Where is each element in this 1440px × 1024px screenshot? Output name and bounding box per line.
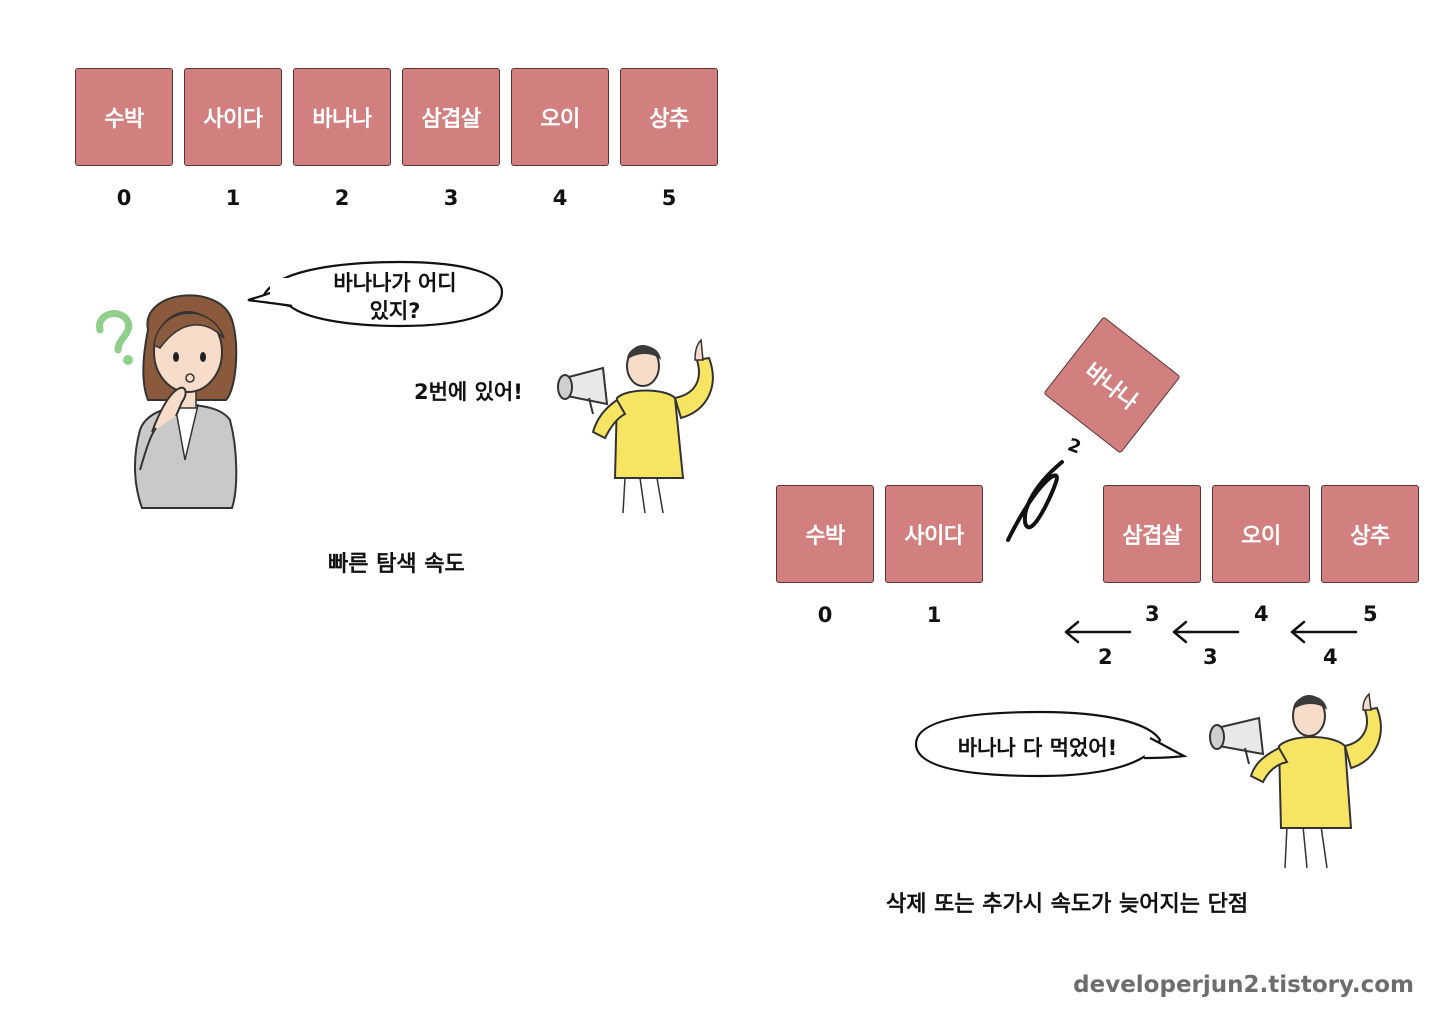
array-cell: 수박 <box>776 485 874 583</box>
array-cell: 오이 <box>511 68 609 166</box>
right-caption: 삭제 또는 추가시 속도가 늦어지는 단점 <box>886 892 1249 917</box>
megaphone-man-illustration <box>1209 692 1382 869</box>
new-index: 3 <box>1203 645 1218 669</box>
shift-arrows <box>1064 620 1358 644</box>
old-index: 4 <box>1254 602 1269 626</box>
left-caption: 빠른 탐색 속도 <box>328 552 465 577</box>
eaten-speech-bubble <box>914 710 1188 778</box>
question-speech-bubble <box>247 260 504 328</box>
array-cell: 바나나 <box>293 68 391 166</box>
old-index: 5 <box>1363 602 1378 626</box>
new-index: 4 <box>1323 645 1338 669</box>
squiggle-mark <box>1006 460 1064 542</box>
question-bubble-line1: 바나나가 어디 <box>333 271 457 295</box>
array-index: 0 <box>817 603 833 627</box>
array-cell: 사이다 <box>885 485 983 583</box>
array-index: 1 <box>225 186 241 210</box>
squiggle-label: 2 <box>1064 434 1084 459</box>
removed-cell: 바나나 <box>1043 316 1181 454</box>
answer-text: 2번에 있어! <box>414 380 523 404</box>
eaten-bubble-text: 바나나 다 먹었어! <box>957 736 1118 760</box>
thinking-woman-illustration <box>96 294 238 509</box>
array-index: 4 <box>552 186 568 210</box>
array-cell: 삼겹살 <box>402 68 500 166</box>
array-index: 3 <box>443 186 459 210</box>
array-index: 1 <box>926 603 942 627</box>
left-arrow-icon <box>1172 620 1240 644</box>
new-index: 2 <box>1098 645 1113 669</box>
array-index: 2 <box>334 186 350 210</box>
left-arrow-icon <box>1064 620 1132 644</box>
question-bubble-line2: 있지? <box>369 299 421 323</box>
left-arrow-icon <box>1290 620 1358 644</box>
old-index: 3 <box>1145 602 1160 626</box>
array-cell: 사이다 <box>184 68 282 166</box>
array-index: 5 <box>661 186 677 210</box>
array-cell: 삼겹살 <box>1103 485 1201 583</box>
array-index: 0 <box>116 186 132 210</box>
array-cell: 상추 <box>1321 485 1419 583</box>
array-cell: 상추 <box>620 68 718 166</box>
array-cell: 오이 <box>1212 485 1310 583</box>
megaphone-man-illustration <box>557 338 714 514</box>
array-cell: 수박 <box>75 68 173 166</box>
footer-url: developerjun2.tistory.com <box>1073 972 1414 998</box>
